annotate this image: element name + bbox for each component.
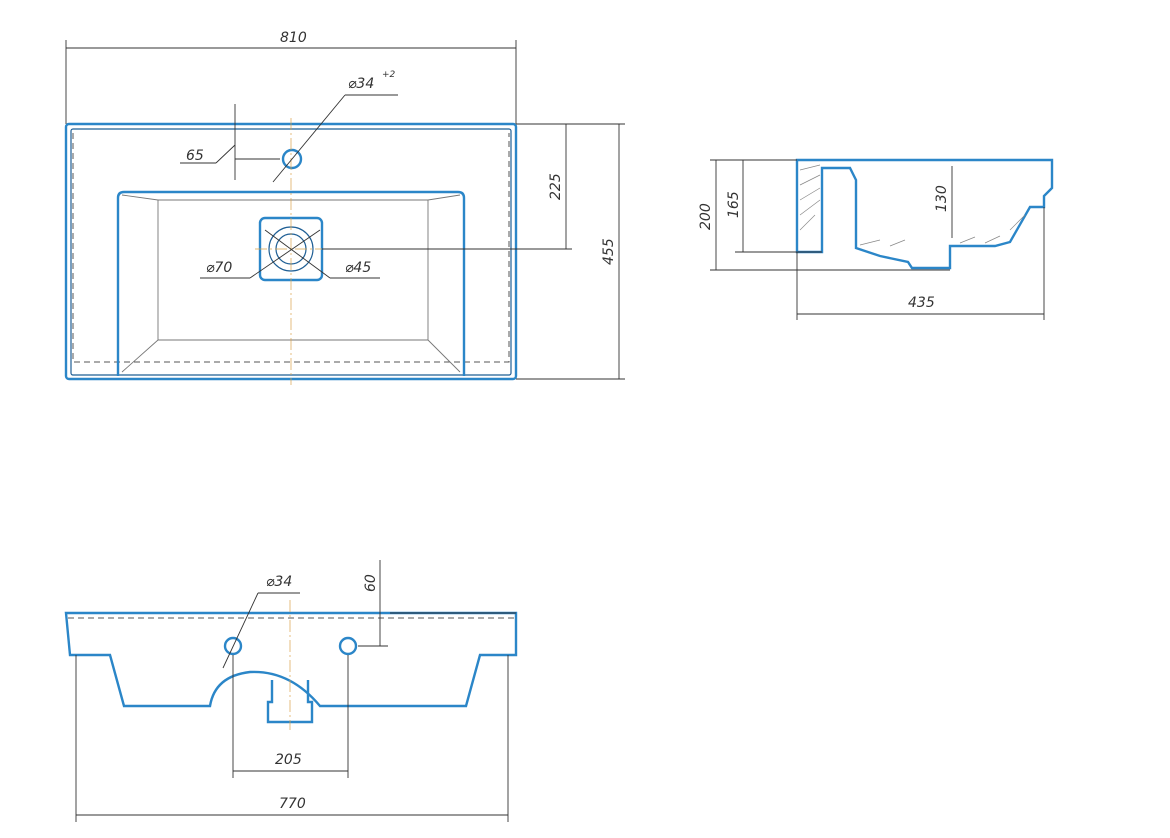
dim-depth-455: 455: [601, 238, 617, 265]
front-outline: [64, 611, 518, 708]
dim-bottom-width-770: 770: [279, 796, 306, 812]
tap-hole: [281, 148, 303, 170]
dim-drain-45: ⌀45: [345, 260, 371, 276]
dim-hole-height-60: 60: [363, 574, 379, 592]
dim-tap-offset-65: 65: [186, 148, 204, 164]
front-view: ⌀34 60 205 770: [64, 560, 518, 822]
bowl-outline: [116, 190, 466, 376]
side-view: 200 165 130 435: [698, 158, 1054, 320]
dim-drain-70: ⌀70: [206, 260, 232, 276]
hole-left: [223, 636, 243, 656]
dim-bowl-depth-130: 130: [934, 185, 950, 212]
dim-width-810: 810: [280, 30, 307, 46]
dim-rim-height-165: 165: [726, 191, 742, 218]
dim-hole-spacing-205: 205: [275, 752, 302, 768]
dim-tap-tolerance: +2: [382, 70, 396, 80]
dim-side-depth-435: 435: [908, 295, 935, 311]
dim-drain-offset-225: 225: [548, 173, 564, 200]
dim-hole-34: ⌀34: [266, 574, 292, 590]
dim-total-height-200: 200: [698, 203, 714, 230]
hole-right: [338, 636, 358, 656]
dim-tap-hole-34: ⌀34: [348, 76, 374, 92]
top-view: 810 65 ⌀34 +2 225 455 ⌀70 ⌀45: [64, 30, 625, 385]
side-section-outline: [795, 158, 1054, 270]
